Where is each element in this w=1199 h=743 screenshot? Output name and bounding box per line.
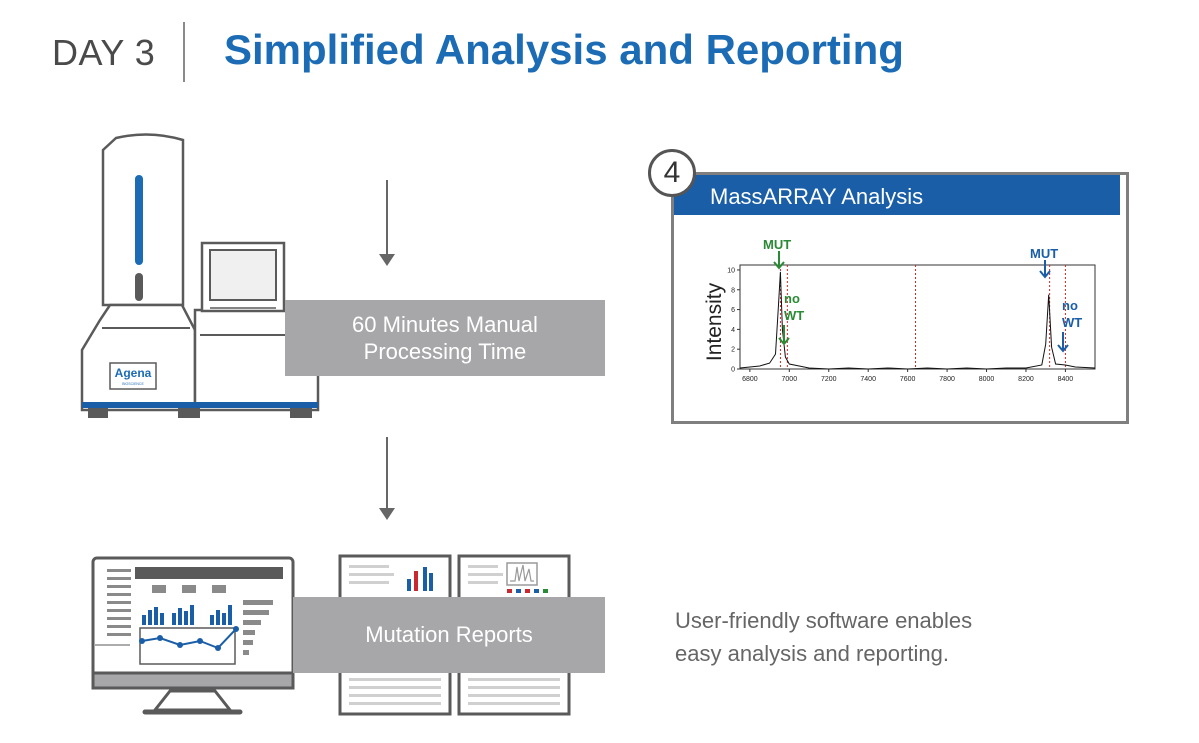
- x-tick-label: 8000: [979, 376, 995, 383]
- agena-logo-text: Agena: [115, 366, 152, 380]
- x-tick-label: 8400: [1058, 376, 1074, 383]
- x-tick-label: 7200: [821, 376, 837, 383]
- flow-arrow-1: [379, 180, 395, 266]
- mass-spectrum-chart: 6800 7000 7200 7400 7600 7800 8000 8200 8400 0 2 4 6…: [727, 264, 1096, 383]
- arrow-down-icon: [1057, 332, 1069, 353]
- x-tick-label: 8200: [1018, 376, 1034, 383]
- x-tick-label: 7800: [939, 376, 955, 383]
- arrow-down-icon: [773, 251, 785, 270]
- y-tick-label: 6: [731, 307, 735, 314]
- x-tick-label: 7000: [782, 376, 798, 383]
- page-title: Simplified Analysis and Reporting: [224, 26, 904, 73]
- processing-time-line-1: 60 Minutes Manual: [352, 312, 538, 337]
- y-tick-label: 0: [731, 367, 735, 374]
- analysis-panel-header: MassARRAY Analysis: [674, 175, 1120, 215]
- agena-logo-subtext: BIOSCIENCE: [122, 382, 144, 386]
- step-number-badge: 4: [648, 149, 696, 197]
- flow-arrow-2: [379, 437, 395, 520]
- x-tick-label: 6800: [742, 376, 758, 383]
- agena-logo-box: [109, 362, 157, 390]
- mutation-reports-banner: Mutation Reports: [293, 597, 605, 673]
- header-divider: [183, 22, 185, 82]
- tower-blue-strip: [135, 175, 143, 265]
- mutation-reports-label: Mutation Reports: [365, 622, 533, 647]
- mut-label-right: MUT: [1030, 246, 1059, 261]
- y-tick-label: 10: [727, 267, 735, 274]
- y-tick-label: 8: [731, 287, 735, 294]
- caption-line-2: easy analysis and reporting.: [675, 641, 949, 666]
- y-tick-label: 2: [731, 347, 735, 354]
- arrow-down-icon: [1039, 260, 1051, 279]
- processing-time-banner: 60 Minutes Manual Processing Time: [285, 300, 605, 376]
- analysis-software-monitor: [91, 556, 295, 715]
- y-tick-label: 4: [731, 327, 735, 334]
- x-tick-label: 7400: [860, 376, 876, 383]
- analysis-panel-title: MassARRAY Analysis: [710, 184, 924, 209]
- massarray-instrument-illustration: Agena BIOSCIENCE: [80, 133, 320, 418]
- caption-line-1: User-friendly software enables: [675, 608, 973, 633]
- mut-label-left: MUT: [763, 237, 792, 252]
- spectrum-line: [739, 271, 1096, 370]
- arrow-down-icon: [778, 325, 790, 346]
- processing-time-line-2: Processing Time: [363, 339, 527, 364]
- day-label: DAY 3: [52, 32, 156, 73]
- x-tick-label: 7600: [900, 376, 916, 383]
- caption-text: User-friendly software enables easy anal…: [675, 604, 1055, 670]
